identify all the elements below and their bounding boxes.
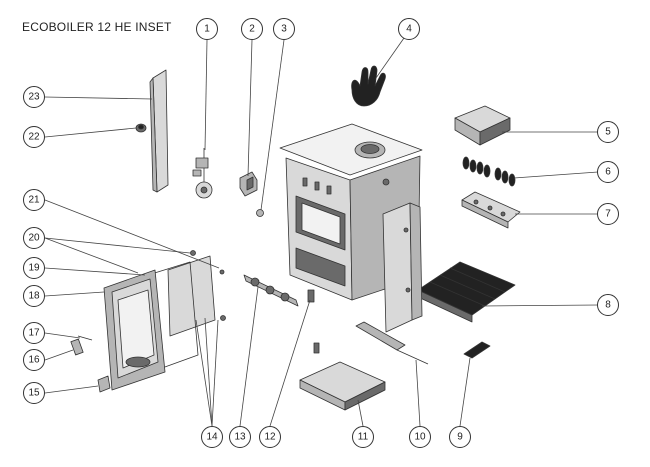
callout-13-label: 13 bbox=[234, 432, 246, 443]
callout-12: 12 bbox=[259, 426, 281, 448]
callout-10-label: 10 bbox=[414, 432, 426, 443]
part-4-glove bbox=[351, 65, 386, 107]
part-3-screw bbox=[256, 209, 264, 217]
part-6-spring bbox=[462, 156, 516, 187]
callout-9: 9 bbox=[449, 426, 471, 448]
part-21-pin bbox=[219, 269, 225, 275]
callout-20: 20 bbox=[23, 227, 45, 249]
callout-14-label: 14 bbox=[206, 432, 218, 443]
callout-4: 4 bbox=[398, 18, 420, 40]
part-1-air-control bbox=[192, 148, 213, 199]
callout-8-label: 8 bbox=[605, 300, 611, 311]
part-8-grate bbox=[417, 261, 516, 323]
part-20-clips bbox=[190, 250, 226, 321]
callout-22-label: 22 bbox=[28, 132, 40, 143]
callout-16: 16 bbox=[23, 349, 45, 371]
callout-1: 1 bbox=[196, 18, 218, 40]
callout-18-label: 18 bbox=[28, 291, 40, 302]
callout-20-label: 20 bbox=[28, 233, 40, 244]
stove-side-panel bbox=[382, 202, 423, 333]
part-2-bracket bbox=[239, 171, 258, 197]
diagram-title: ECOBOILER 12 HE INSET bbox=[22, 20, 172, 34]
callout-21: 21 bbox=[23, 189, 45, 211]
callout-5-label: 5 bbox=[605, 127, 611, 138]
callout-10: 10 bbox=[409, 426, 431, 448]
part-7-bar-plate bbox=[461, 191, 521, 229]
part-16-17-handle bbox=[70, 335, 93, 356]
callout-8: 8 bbox=[597, 294, 619, 316]
callout-19: 19 bbox=[23, 257, 45, 279]
callout-11-label: 11 bbox=[358, 432, 369, 443]
part-9-tool bbox=[463, 341, 491, 359]
callout-6-label: 6 bbox=[605, 167, 611, 178]
callout-1-label: 1 bbox=[204, 24, 210, 35]
callout-19-label: 19 bbox=[28, 263, 40, 274]
part-12-bolt bbox=[307, 289, 320, 354]
part-15-latch bbox=[97, 375, 111, 393]
part-10-rod bbox=[355, 321, 429, 365]
callout-22: 22 bbox=[23, 126, 45, 148]
callout-7: 7 bbox=[597, 203, 619, 225]
callout-23: 23 bbox=[23, 86, 45, 108]
callout-2: 2 bbox=[241, 18, 263, 40]
callout-11: 11 bbox=[352, 426, 374, 448]
part-19-glass bbox=[167, 255, 216, 337]
part-13-riddling-bar bbox=[243, 274, 299, 307]
callout-2-label: 2 bbox=[249, 24, 255, 35]
callout-7-label: 7 bbox=[605, 209, 611, 220]
callout-15-label: 15 bbox=[28, 388, 40, 399]
callout-14: 14 bbox=[201, 426, 223, 448]
callout-5: 5 bbox=[597, 121, 619, 143]
part-11-ash-pan bbox=[299, 361, 386, 411]
callout-17-label: 17 bbox=[28, 328, 40, 339]
callout-23-label: 23 bbox=[28, 92, 40, 103]
part-5-baffle-tray bbox=[454, 105, 511, 146]
part-22-knob bbox=[135, 123, 147, 133]
part-23-side-trim bbox=[149, 69, 169, 193]
callout-13: 13 bbox=[229, 426, 251, 448]
callout-15: 15 bbox=[23, 382, 45, 404]
callout-16-label: 16 bbox=[28, 355, 40, 366]
callout-3-label: 3 bbox=[281, 24, 287, 35]
callout-6: 6 bbox=[597, 161, 619, 183]
callout-21-label: 21 bbox=[28, 195, 40, 206]
callout-9-label: 9 bbox=[457, 432, 463, 443]
callout-18: 18 bbox=[23, 285, 45, 307]
leader-lines bbox=[44, 37, 599, 427]
callout-4-label: 4 bbox=[406, 24, 412, 35]
callout-12-label: 12 bbox=[264, 432, 276, 443]
part-18-door bbox=[103, 269, 166, 391]
callout-17: 17 bbox=[23, 322, 45, 344]
callout-3: 3 bbox=[273, 18, 295, 40]
